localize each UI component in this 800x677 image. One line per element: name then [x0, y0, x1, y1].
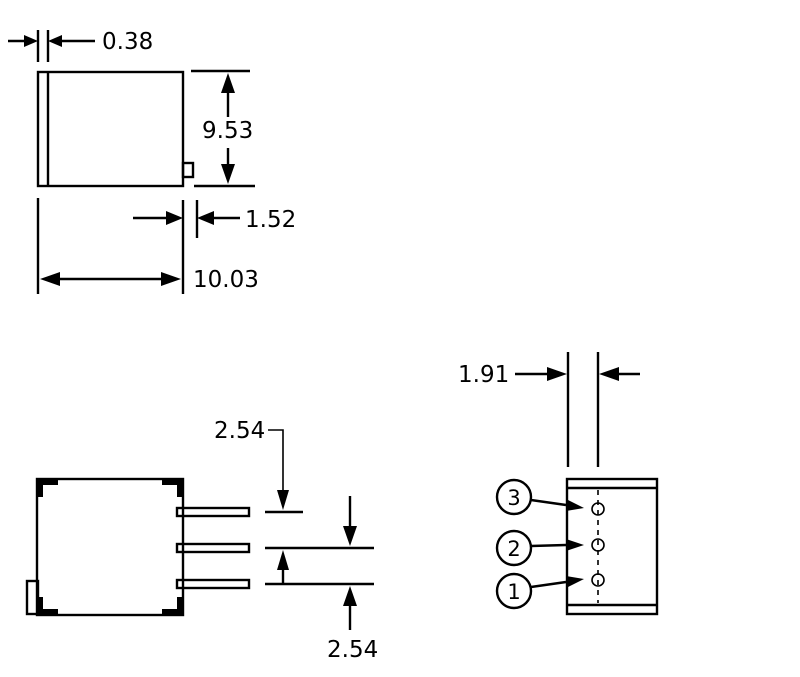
body-height-label: 9.53: [202, 118, 253, 144]
pin-row-offset-label: 1.91: [458, 362, 509, 388]
end-view-body: [565, 477, 659, 616]
pin-hole-3: [591, 502, 605, 516]
side-view: 0.38 9.53 1.52: [8, 29, 296, 294]
pin-pitch-top-label: 2.54: [214, 418, 265, 444]
pin-callout-3: 3: [495, 478, 584, 516]
pins: [175, 506, 251, 590]
pin-holes: [591, 502, 605, 587]
pin-callout-2: 2: [495, 529, 584, 567]
pin-callout-1: 1: [495, 572, 584, 610]
pin-hole-2: [591, 538, 605, 552]
lead-offset-dimension: 1.52: [133, 200, 296, 294]
pin-hole-1: [591, 573, 605, 587]
body-width-label: 10.03: [193, 267, 259, 293]
body-height-dimension: 9.53: [191, 69, 255, 188]
lead-offset-label: 1.52: [245, 207, 296, 233]
pin-row-offset-dimension: 1.91: [458, 352, 640, 467]
pin-callout-1-label: 1: [507, 580, 520, 604]
pin-pitch-bottom-dimension: 2.54: [327, 586, 378, 663]
pin-callout-2-label: 2: [507, 537, 520, 561]
body-width-dimension: 10.03: [36, 198, 259, 294]
front-view-body: [25, 477, 185, 617]
pin-pitch-extension-lines: [265, 510, 374, 586]
pin-callout-3-label: 3: [507, 486, 520, 510]
side-view-body: [36, 70, 195, 188]
end-view: 1.91 3 2: [458, 352, 659, 616]
pin-pitch-top-dimension: 2.54: [214, 418, 357, 584]
front-view: 2.54 2.54: [25, 418, 378, 663]
pin-pitch-bottom-label: 2.54: [327, 637, 378, 663]
lead-thickness-dimension: 0.38: [8, 29, 153, 62]
lead-thickness-label: 0.38: [102, 29, 153, 55]
